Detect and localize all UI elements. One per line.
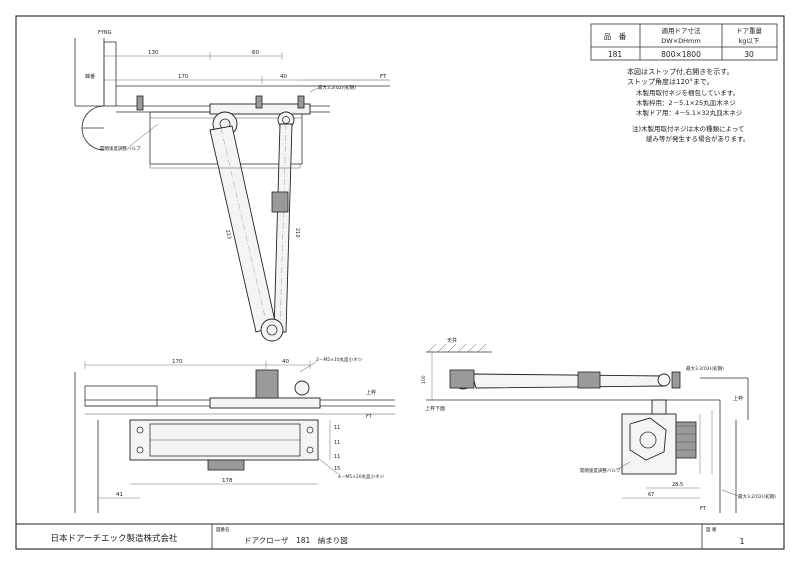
spec-size: 800×1800 [661, 50, 701, 59]
spec-header-model: 品 番 [604, 31, 627, 41]
range-side-bottom: 最大3.2(02)(初期) [738, 493, 776, 500]
dim-40: 40 [280, 74, 287, 80]
drawing-name-label: 図番名 [216, 526, 230, 533]
frame-bottom-label: 上枠下面 [425, 405, 445, 412]
note-5: 木製ドア用：4－5.1×32丸皿木ネジ [636, 108, 743, 117]
note-4: 木製枠用：2－5.1×25丸皿木ネジ [636, 98, 736, 107]
top-view: FYNG 蝶番 130 60 170 40 FT 開閉速度調整バルブ 最大3.2… [74, 30, 390, 342]
dim-v15: 15 [334, 466, 340, 472]
screw-4-label: 4－M5×20丸皿小ネジ [338, 473, 385, 480]
sheet-label: 図 番 [706, 526, 717, 533]
dim-100: 100 [421, 375, 427, 384]
dim-67: 67 [648, 492, 654, 498]
drawing-name: ドアクローザ 181 納まり図 [244, 535, 348, 545]
spec-model: 181 [608, 50, 623, 59]
notes: 本図はストップ付,右開きを示す。 ストップ角度は120°まで。 木製用取付ネジを… [627, 67, 749, 143]
dim-v11-c: 11 [334, 454, 340, 460]
dim-223: 223 [224, 229, 232, 240]
dim-178: 178 [222, 478, 233, 484]
dim-v11-a: 11 [334, 425, 340, 431]
title-block: 日本ドアーチエック製造株式会社 図番名 ドアクローザ 181 納まり図 図 番 … [16, 523, 784, 549]
hinge-label: 蝶番 [85, 73, 95, 80]
frame-top-right-label: 上枠 [733, 395, 743, 402]
note-6: 注)木製用取付ネジは木の種類によって [632, 124, 745, 133]
valve-label-side: 開閉速度調整バルブ [580, 467, 621, 474]
spec-header-size-2: DW×DHmm [661, 37, 700, 45]
dim-60: 60 [252, 50, 259, 56]
range-label-top: 最大3.2(02)(初期) [318, 84, 356, 91]
dim-41: 41 [116, 492, 123, 498]
spec-weight: 30 [744, 50, 754, 59]
dim-front-170: 170 [172, 359, 183, 365]
dim-130: 130 [148, 50, 159, 56]
dim-210: 210 [294, 228, 300, 238]
note-7: 緩み等が発生する場合があります。 [646, 134, 749, 143]
dim-v11-b: 11 [334, 440, 340, 446]
sheet-number: 1 [739, 537, 744, 546]
spec-table: 品 番 適用ドア寸法 DW×DHmm ドア重量 kg以下 181 800×180… [590, 23, 778, 61]
dim-170: 170 [178, 74, 189, 80]
spec-header-weight-2: kg以下 [739, 37, 760, 45]
range-side-top: 最大3.2(02)(初期) [686, 365, 724, 372]
side-ft-label: FT [700, 506, 707, 512]
screw-2-label: 2－M5×10丸皿小ネジ [316, 356, 363, 363]
dim-28-5: 28.5 [672, 482, 683, 488]
company-name: 日本ドアーチエック製造株式会社 [51, 533, 178, 544]
note-1: 本図はストップ付,右開きを示す。 [627, 67, 734, 76]
note-3: 木製用取付ネジを梱包しています。 [636, 88, 739, 97]
spec-header-weight-1: ドア重量 [736, 27, 763, 35]
spec-header-size-1: 適用ドア寸法 [662, 26, 702, 35]
side-view: 天井 100 上枠下面 上枠 最大3.2(02)(初期) 開閉速度調整バルブ [421, 337, 776, 513]
front-view: 170 40 2－M5×10丸皿小ネジ 上枠 FT 11 11 11 15 4－… [74, 356, 395, 513]
ft-label: FT [380, 74, 387, 80]
frame-top-label: 上枠 [366, 389, 376, 396]
fyng-label: FYNG [98, 30, 112, 36]
note-2: ストップ角度は120°まで。 [627, 77, 714, 86]
sheet-border [15, 15, 785, 550]
ceiling-label: 天井 [447, 337, 457, 344]
ft-bottom-label: FT [366, 414, 373, 420]
dim-front-40: 40 [282, 359, 289, 365]
valve-label-top: 開閉速度調整バルブ [100, 145, 141, 152]
